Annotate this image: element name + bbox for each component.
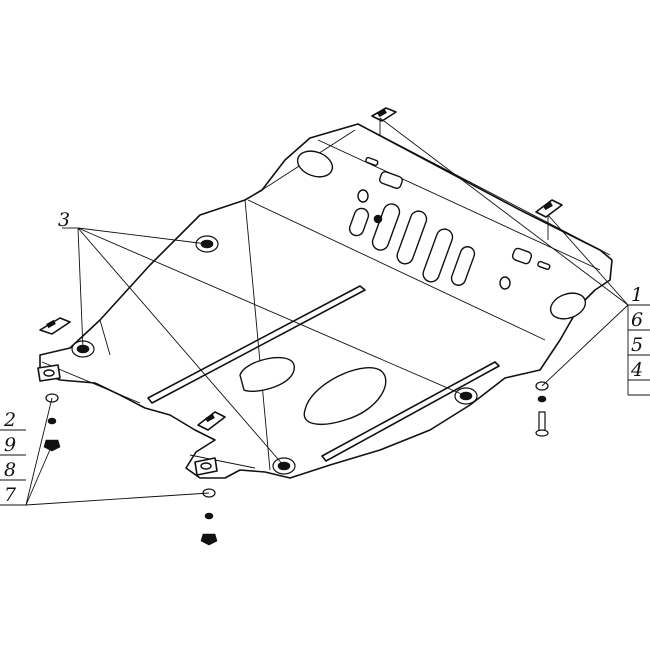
callout-6: 6 <box>631 309 643 331</box>
ventilation-slots <box>296 150 587 320</box>
callout-7: 7 <box>4 484 17 506</box>
callouts-left: 3 2 9 8 7 <box>0 209 70 506</box>
oval-opening-left <box>239 356 295 392</box>
skid-plate <box>39 123 613 479</box>
brackets <box>37 107 563 476</box>
callout-4: 4 <box>630 359 643 381</box>
lock-washer <box>204 512 214 520</box>
callout-1: 1 <box>631 284 643 306</box>
bracket-rear-right <box>535 199 563 218</box>
round-opening-left <box>296 150 334 178</box>
fasteners-center <box>200 488 218 546</box>
service-openings <box>239 356 387 426</box>
callout-2: 2 <box>3 409 16 431</box>
leader-lines <box>0 117 650 506</box>
round-opening-right <box>549 292 587 320</box>
callouts-right: 1 6 5 4 <box>627 284 650 396</box>
bolt-head <box>535 429 549 437</box>
oval-opening-right <box>303 367 387 426</box>
callout-8: 8 <box>4 459 16 481</box>
callout-9: 9 <box>4 434 16 456</box>
bolt-shank <box>538 411 546 433</box>
lock-washer <box>47 417 57 425</box>
fasteners-right <box>535 381 549 437</box>
bracket-front-left <box>39 317 71 335</box>
callout-3: 3 <box>58 209 70 231</box>
callout-5: 5 <box>631 334 643 356</box>
lock-washer <box>537 395 547 403</box>
nut <box>200 533 218 546</box>
